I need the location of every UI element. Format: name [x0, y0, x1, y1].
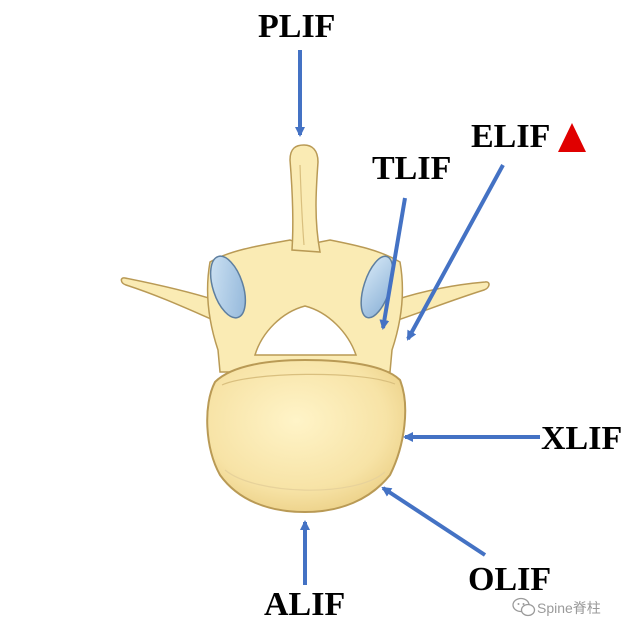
- spinous-process: [289, 144, 321, 253]
- wechat-icon: [512, 597, 536, 617]
- vertebral-foramen: [253, 305, 358, 356]
- watermark-text: Spine脊柱: [537, 600, 601, 616]
- xlif-label: XLIF: [541, 420, 623, 457]
- olif-label: OLIF: [468, 561, 552, 598]
- alif-label: ALIF: [264, 586, 346, 623]
- tlif-label: TLIF: [372, 150, 452, 187]
- elif-label: ELIF: [471, 118, 551, 155]
- tlif-arrow: [379, 197, 407, 330]
- elif-marker-icon: [558, 123, 586, 152]
- left-transverse-process: [120, 277, 219, 324]
- plif-label: PLIF: [258, 8, 336, 45]
- elif-arrow: [406, 164, 505, 341]
- vertebral-body: [206, 358, 407, 514]
- left-facet: [209, 255, 247, 319]
- right-transverse-process: [391, 281, 490, 324]
- vertebra: [120, 144, 490, 514]
- olif-arrow: [381, 486, 487, 557]
